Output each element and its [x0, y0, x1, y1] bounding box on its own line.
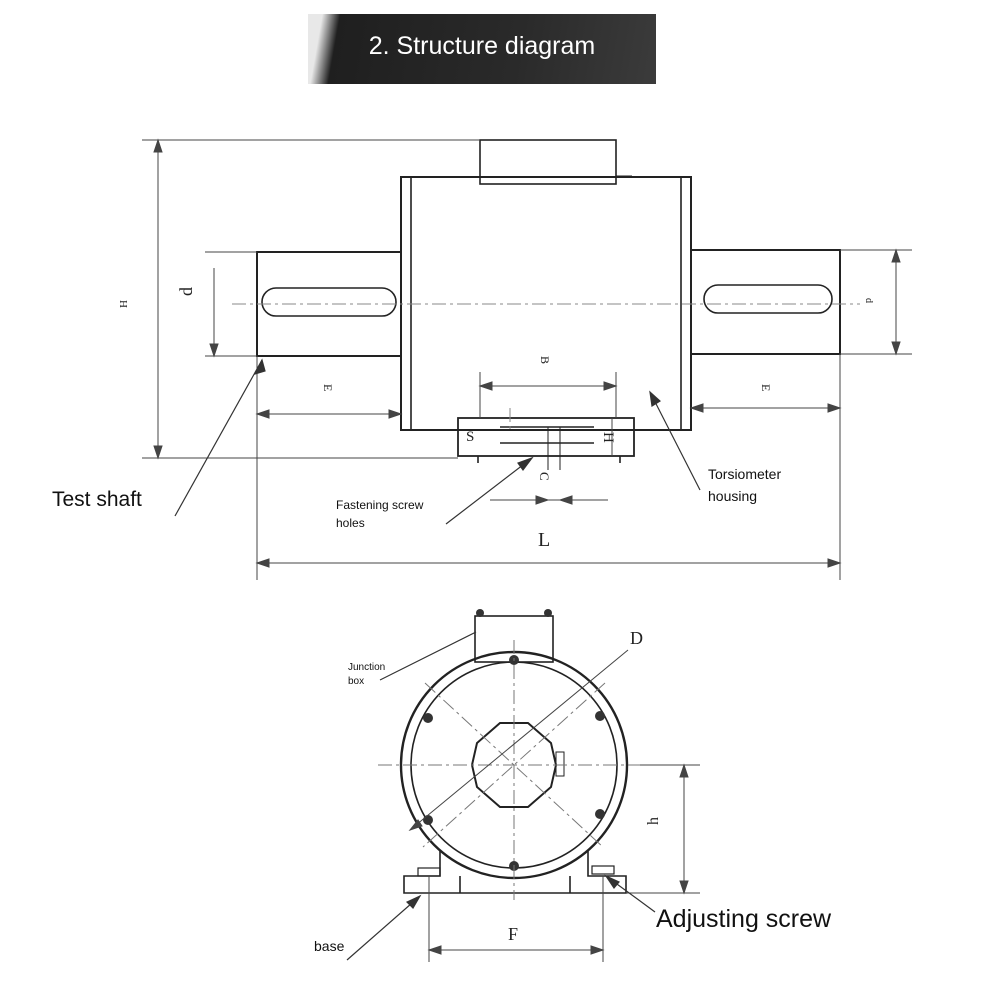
front-base	[403, 850, 627, 894]
dim-H: H	[117, 300, 129, 308]
dim-E-right: E	[759, 384, 773, 391]
label-torsiometer-2: housing	[708, 488, 757, 504]
dim-C: C	[537, 472, 552, 481]
label-junction-2: box	[348, 676, 364, 687]
dim-S: S	[466, 429, 474, 445]
dim-L: L	[538, 529, 550, 551]
dim-H-small: H	[600, 432, 616, 443]
housing-bolts	[423, 609, 605, 871]
dim-d-left: d	[176, 287, 196, 296]
right-shaft	[690, 249, 841, 355]
dim-D: D	[630, 628, 643, 648]
label-test-shaft: Test shaft	[52, 488, 142, 511]
dim-F: F	[508, 924, 518, 944]
page-title: 2. Structure diagram	[368, 32, 596, 60]
label-fastening-2: holes	[336, 516, 365, 530]
label-fastening-1: Fastening screw	[336, 498, 424, 512]
base-foot	[457, 417, 635, 470]
left-shaft	[256, 251, 402, 357]
dim-d-right: d	[863, 298, 874, 303]
dim-E-left: E	[321, 384, 335, 391]
dim-h: h	[645, 817, 662, 825]
label-junction-1: Junction	[348, 662, 385, 673]
dim-B: B	[538, 356, 552, 364]
label-base: base	[314, 938, 345, 954]
side-view	[256, 139, 841, 470]
label-adjusting-screw: Adjusting screw	[656, 905, 832, 933]
title-banner: 2. Structure diagram	[308, 14, 656, 84]
junction-box-top	[479, 139, 617, 185]
label-torsiometer-1: Torsiometer	[708, 466, 781, 482]
